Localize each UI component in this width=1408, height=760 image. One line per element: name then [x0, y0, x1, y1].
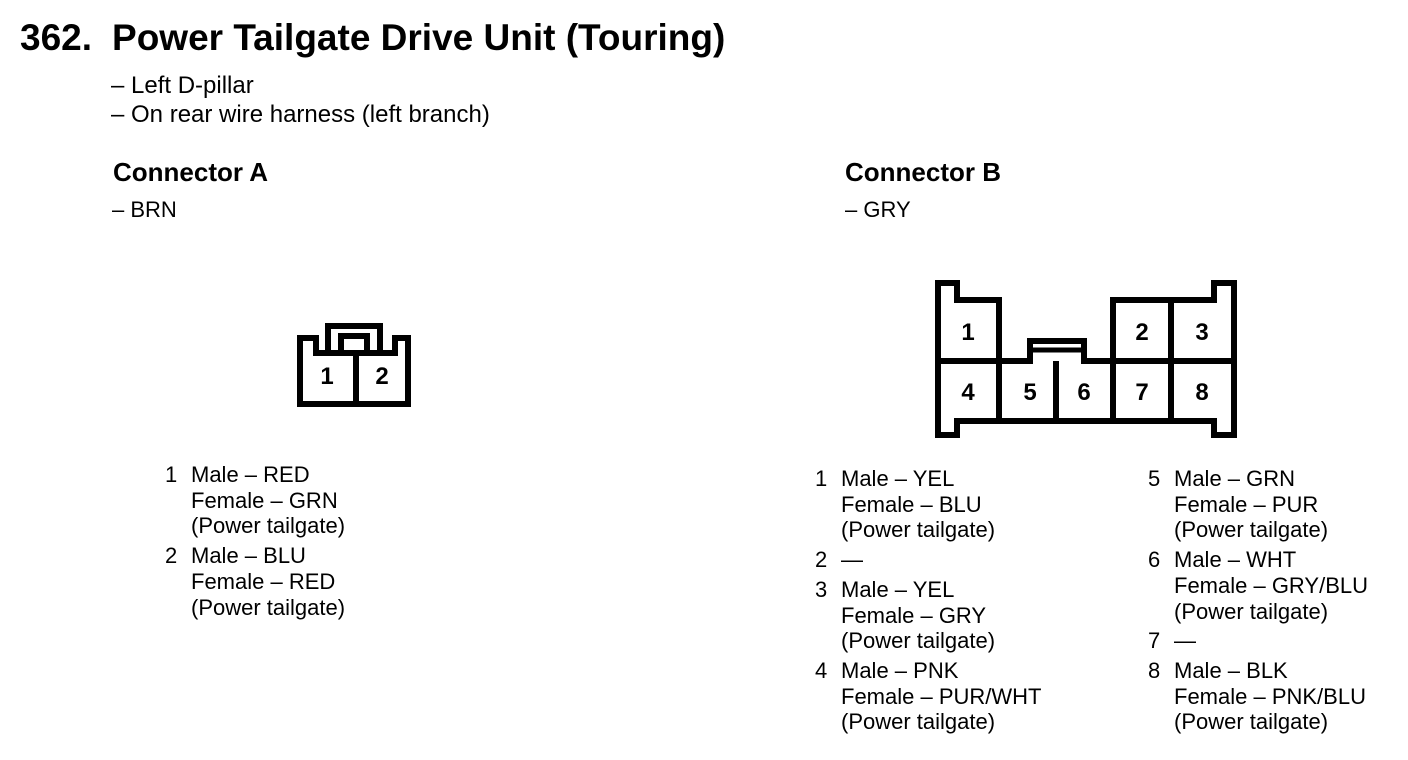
pin-number: 3 — [815, 576, 828, 602]
connector-b-cell-label: 1 — [961, 319, 974, 346]
connector-b-cell-label: 6 — [1077, 379, 1090, 406]
connector-b-cell-label: 8 — [1195, 379, 1208, 406]
pin-number: 6 — [1148, 547, 1161, 573]
connector-a-heading: Connector A — [113, 157, 269, 187]
connector-b-cell-label: 4 — [961, 379, 975, 406]
connector-b-outline — [935, 280, 1237, 438]
pin-wire-line: (Power tailgate) — [191, 513, 346, 539]
pin-wire-line: Female – PUR/WHT — [841, 683, 1042, 709]
connector-b-diagram: 1 2 3 4 5 6 7 8 — [935, 280, 1237, 438]
connector-b-heading: Connector B — [845, 157, 1001, 187]
pin-number: 5 — [1148, 466, 1161, 491]
pin-wire-line: Female – PUR — [1174, 491, 1319, 517]
connector-b-cell-label: 3 — [1195, 319, 1208, 346]
connector-b-cell-label: 7 — [1135, 379, 1148, 406]
pin-wire-line: (Power tailgate) — [841, 628, 996, 654]
pin-wire-line: Male – PNK — [841, 657, 959, 683]
pin-entry: 7— — [1148, 628, 1368, 654]
pin-wire-line: Male – BLK — [1174, 657, 1288, 683]
connector-b-cell-label: 5 — [1023, 379, 1036, 406]
pin-wire-line: (Power tailgate) — [841, 709, 996, 735]
pin-number: 7 — [1148, 628, 1161, 654]
pin-wire-line: Female – BLU — [841, 491, 982, 517]
pin-wire-info: — — [841, 547, 863, 573]
pin-number: 2 — [165, 543, 178, 569]
connector-b-cell-label: 2 — [1135, 319, 1148, 346]
pin-wire-line: (Power tailgate) — [191, 594, 346, 620]
pin-wire-line: Female – GRY/BLU — [1174, 572, 1369, 598]
section-title: Power Tailgate Drive Unit (Touring) — [112, 17, 726, 58]
connector-a-diagram: 1 2 — [297, 323, 411, 407]
pin-wire-line: Male – GRN — [1174, 466, 1296, 491]
pin-wire-line: (Power tailgate) — [1174, 709, 1329, 735]
pin-wire-line: Male – YEL — [841, 576, 955, 602]
section-number: 362. — [20, 17, 93, 58]
pin-wire-line: — — [841, 547, 863, 573]
location-note-line: – Left D-pillar — [111, 72, 254, 99]
pin-wire-info: — — [1174, 628, 1196, 654]
pin-entry: 2— — [815, 547, 1041, 573]
pin-wire-line: (Power tailgate) — [841, 517, 996, 543]
pin-wire-line: Female – PNK/BLU — [1174, 683, 1366, 709]
connector-a-color-note: – BRN — [112, 197, 177, 222]
pin-wire-line: Male – YEL — [841, 466, 955, 491]
pin-wire-line: Male – BLU — [191, 543, 306, 569]
location-notes: – Left D-pillar – On rear wire harness (… — [111, 72, 490, 129]
pin-number: 4 — [815, 657, 828, 683]
pin-wire-line: — — [1174, 628, 1196, 654]
pin-number: 1 — [815, 466, 828, 491]
pin-number: 2 — [815, 547, 828, 573]
pin-wire-line: Male – RED — [191, 462, 310, 487]
pin-number: 1 — [165, 462, 178, 487]
pin-number: 8 — [1148, 657, 1161, 683]
connector-a-cell-label: 1 — [320, 363, 333, 390]
pin-wire-line: Female – GRY — [841, 602, 987, 628]
page-title: 362. Power Tailgate Drive Unit (Touring) — [20, 17, 725, 59]
pin-wire-line: (Power tailgate) — [1174, 517, 1329, 543]
pin-wire-line: Female – GRN — [191, 487, 338, 513]
location-note-line: – On rear wire harness (left branch) — [111, 100, 490, 128]
pin-wire-line: (Power tailgate) — [1174, 598, 1329, 624]
connector-a-cell-label: 2 — [375, 363, 388, 390]
connector-a-latch-tab — [338, 333, 370, 353]
pin-wire-line: Male – WHT — [1174, 547, 1297, 573]
pin-wire-line: Female – RED — [191, 568, 336, 594]
connector-b-color-note: – GRY — [845, 197, 911, 222]
